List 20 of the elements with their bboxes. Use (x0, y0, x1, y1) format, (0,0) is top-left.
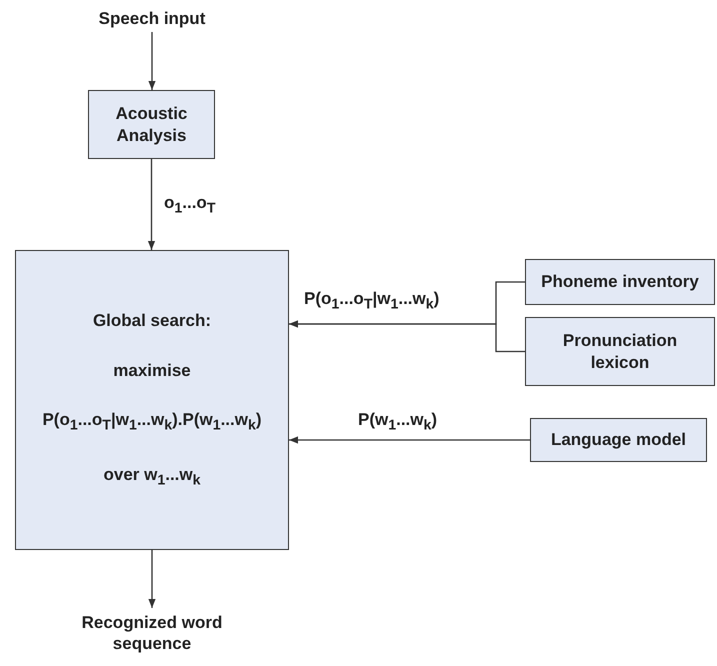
process-box (530, 418, 707, 462)
box-text: over w$_{1}$...w$_{k}$ (103, 464, 200, 490)
box-text: Pronunciation lexicon (562, 330, 678, 373)
arrow (148, 32, 156, 90)
arrow (148, 159, 156, 250)
process-box (15, 250, 289, 550)
process-box (88, 90, 215, 159)
process-box (525, 317, 715, 386)
box-text: maximise (113, 360, 191, 381)
arrow (148, 550, 156, 608)
box-text: Phoneme inventory (541, 271, 699, 293)
box-text: Acoustic Analysis (114, 103, 188, 146)
box-text: Global search: (92, 310, 212, 331)
box-text: Language model (550, 429, 686, 451)
arrow (289, 436, 530, 444)
arrow (289, 320, 525, 352)
process-box (525, 259, 715, 305)
box-text: P(o$_{1}$...o$_{T}$|w$_{1}$...w$_{k}$).P(w$_{1}$...w$_{k}$) (42, 409, 262, 436)
flow-label: Recognized word sequence (80, 612, 224, 654)
flow-label: Speech input (98, 8, 206, 30)
